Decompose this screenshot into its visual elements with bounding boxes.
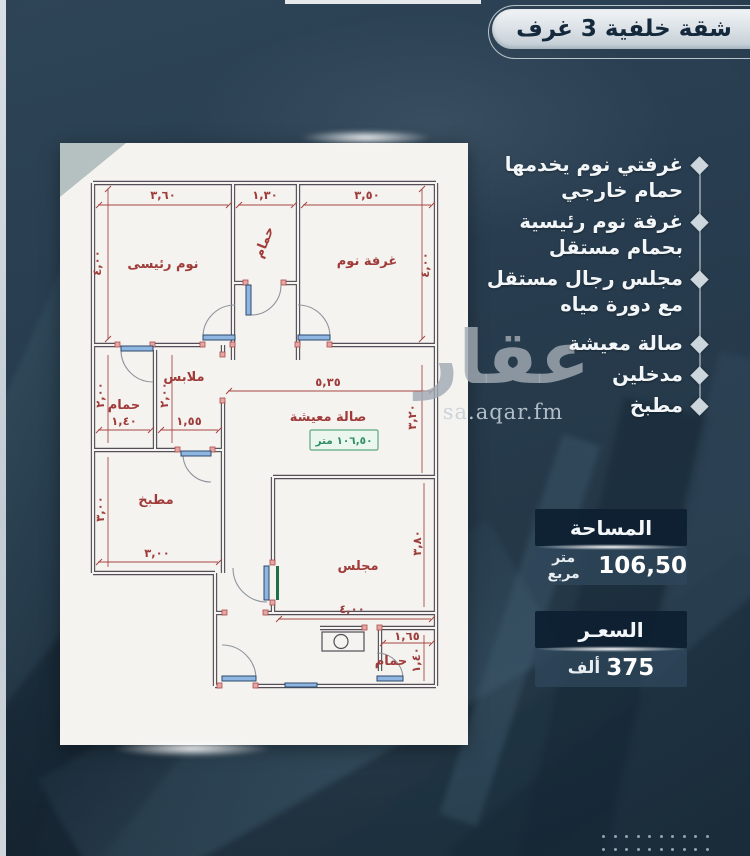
list-item: مجلس رجال مستقل مع دورة مياه [456,266,709,318]
dim-bath-bottom-width: ١,٦٥ [394,629,419,643]
dim-closet-width: ١,٥٥ [176,414,201,428]
door-swing-arcs [120,284,404,680]
list-item: مدخلين [456,362,709,388]
room-label-majlis: مجلس [337,559,378,574]
price-title: السعـر [578,617,644,642]
room-label-bedroom: غرفة نوم [337,254,397,269]
dim-bath-top-width: ١,٣٠ [252,188,277,202]
light-streak [535,646,687,652]
area-value: 106,50 [598,553,687,579]
diamond-bullet-icon [690,270,709,289]
room-label-bathroom-left: حمام [108,398,141,413]
lens-flare [300,130,432,145]
dim-bedroom-height: ٤,٠٠ [418,252,432,277]
dim-closet-height: ٢,٠٠ [157,382,171,407]
diamond-bullet-icon [690,366,709,385]
room-label-kitchen: مطبخ [138,493,173,508]
dim-master-width: ٣,٦٠ [150,188,175,202]
dim-kitchen-width: ٣,٠٠ [144,546,169,560]
dim-master-height: ٤,٠٠ [90,250,104,275]
sink-icon [321,631,365,652]
door-leaves [120,284,404,688]
diamond-bullet-icon [690,156,709,175]
room-label-bathroom-bottom: حمام [375,654,408,669]
price-value: 375 [606,655,655,681]
title-banner: شقة خلفية 3 غرف [488,5,750,59]
features-list: غرفتي نوم يخدمها حمام خارجي غرفة نوم رئي… [456,152,709,424]
area-box: المساحة 106,50 متر مربع [535,509,687,585]
window-icon [284,682,318,688]
room-label-closet: ملابس [163,370,204,385]
price-box: السعـر 375 ألف [535,611,687,687]
diamond-bullet-icon [690,213,709,232]
total-area-badge: ١٠٦,٥٠ متر [309,429,379,451]
left-edge-strip [0,0,6,856]
dim-kitchen-height: ٣,٠٠ [93,496,107,521]
lens-flare [112,740,272,757]
room-label-living: صالة معيشة [290,410,367,425]
dim-bath-left-width: ١,٤٠ [111,414,136,428]
list-item: صالة معيشة [456,331,709,357]
dimension-lines [95,185,436,681]
area-title: المساحة [569,515,653,540]
diamond-bullet-icon [690,335,709,354]
list-item: مطبخ [456,393,709,419]
top-light-sliver [285,0,481,4]
floor-plan-sheet: ٣,٦٠ ١,٣٠ ٣,٥٠ ٤,٠٠ ٤,٠٠ ٥,٣٥ ٣,٢٠ ١,٤٠ … [60,143,468,745]
dim-majlis-width: ٤,٠٠ [339,602,364,616]
svg-text:١٠٦,٥٠ متر: ١٠٦,٥٠ متر [314,435,372,447]
room-label-master-bedroom: نوم رئيسى [127,257,198,272]
list-item: غرفتي نوم يخدمها حمام خارجي [456,152,709,204]
diamond-bullet-icon [690,397,709,416]
dim-majlis-height: ٣,٨٠ [410,530,424,555]
price-unit: ألف [567,658,601,678]
dim-living-width: ٥,٣٥ [315,375,340,389]
dim-bath-left-height: ٢,٠٠ [93,382,107,407]
dot-grid-decoration [602,835,709,851]
bullet-connector-line [699,172,701,410]
dim-bedroom-width: ٣,٥٠ [354,188,379,202]
list-item: غرفة نوم رئيسية بحمام مستقل [456,209,709,261]
area-unit: متر مربع [547,550,580,582]
dim-living-height: ٣,٢٠ [405,404,419,429]
dim-bath-bottom-height: ١,٤٠ [409,647,423,672]
floor-plan-drawing: ٣,٦٠ ١,٣٠ ٣,٥٠ ٤,٠٠ ٤,٠٠ ٥,٣٥ ٣,٢٠ ١,٤٠ … [90,180,439,689]
light-streak [535,544,687,550]
listing-title: شقة خلفية 3 غرف [516,16,732,42]
room-label-bathroom-top: حمام [252,225,278,261]
